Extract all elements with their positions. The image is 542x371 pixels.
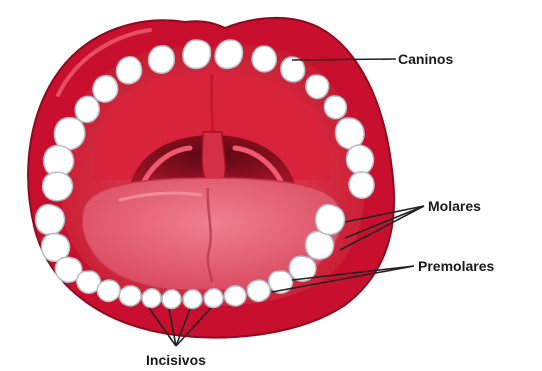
tooth-upper bbox=[349, 172, 374, 198]
tooth-upper bbox=[306, 75, 329, 99]
tooth-upper bbox=[117, 57, 142, 84]
tooth-upper bbox=[149, 46, 175, 73]
tooth-upper bbox=[75, 96, 99, 122]
tooth-upper bbox=[43, 172, 73, 200]
tooth-upper bbox=[346, 145, 373, 174]
tooth-upper bbox=[336, 118, 364, 149]
uvula bbox=[202, 132, 225, 184]
tooth-lower bbox=[306, 231, 334, 259]
tooth-lower bbox=[183, 290, 202, 309]
label-incisivos: Incisivos bbox=[146, 352, 206, 368]
tooth-upper bbox=[215, 40, 243, 68]
leader-caninos bbox=[292, 59, 396, 60]
tooth-lower bbox=[119, 286, 141, 306]
tooth-lower bbox=[142, 289, 161, 308]
tooth-lower bbox=[316, 205, 345, 235]
tooth-lower bbox=[224, 286, 246, 306]
label-molares: Molares bbox=[428, 198, 481, 214]
tooth-upper bbox=[324, 96, 346, 119]
tooth-upper bbox=[252, 46, 276, 72]
tooth-lower bbox=[247, 280, 270, 301]
tooth-lower bbox=[36, 205, 65, 235]
tooth-upper bbox=[183, 40, 211, 69]
tooth-upper bbox=[44, 146, 74, 177]
label-caninos: Caninos bbox=[398, 51, 453, 67]
label-premolares: Premolares bbox=[418, 258, 494, 274]
tooth-lower bbox=[162, 290, 181, 309]
tooth-lower bbox=[97, 280, 120, 301]
tooth-upper bbox=[93, 76, 118, 102]
tooth-upper bbox=[54, 118, 84, 150]
tooth-lower bbox=[204, 289, 223, 308]
